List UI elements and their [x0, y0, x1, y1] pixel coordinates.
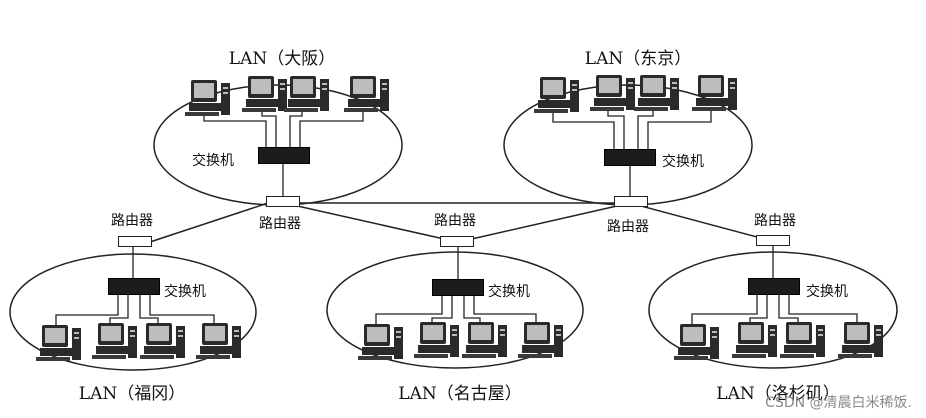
computer-icon [196, 323, 248, 361]
switch-label-la: 交换机 [806, 284, 848, 300]
router-nagoya [440, 236, 474, 247]
computer-icon [634, 75, 686, 113]
wan-links [149, 202, 769, 243]
computer-icon [358, 324, 410, 362]
lan-title-tokyo: LAN（东京） [584, 49, 692, 69]
computer-icon [780, 322, 832, 360]
computer-icon [462, 322, 514, 360]
router-label-nagoya: 路由器 [434, 213, 476, 229]
computer-icon [838, 322, 890, 360]
switch-label-tokyo: 交换机 [662, 154, 704, 170]
router-label-la: 路由器 [754, 213, 796, 229]
computer-icon [242, 76, 294, 114]
watermark: CSDN @清晨白米稀饭. [765, 395, 912, 411]
lan-title-osaka: LAN（大阪） [228, 49, 336, 69]
computer-icon [140, 323, 192, 361]
computer-icon [36, 325, 88, 363]
switch-label-osaka: 交换机 [192, 153, 234, 169]
lan-title-la: LAN（洛杉矶） [716, 384, 840, 404]
router-osaka [266, 196, 300, 207]
switch-label-nagoya: 交换机 [488, 284, 530, 300]
switch-la [748, 278, 800, 295]
switch-fukuoka [108, 278, 160, 295]
computer-icon [692, 75, 744, 113]
computer-icon [284, 76, 336, 114]
computer-icon [674, 324, 726, 362]
computer-icon [414, 322, 466, 360]
lan-title-fukuoka: LAN（福冈） [78, 384, 186, 404]
router-fukuoka [118, 236, 152, 247]
router-la [756, 235, 790, 246]
computer-icon [732, 322, 784, 360]
lan-la-wires [691, 245, 858, 326]
lan-fukuoka-wires [55, 246, 215, 326]
switch-label-fukuoka: 交换机 [164, 284, 206, 300]
computer-icon [185, 80, 237, 118]
lan-osaka-wires [203, 108, 364, 199]
computer-icon [534, 77, 586, 115]
router-label-osaka: 路由器 [259, 216, 301, 232]
router-tokyo [614, 196, 648, 207]
computer-icon [92, 323, 144, 361]
router-label-tokyo: 路由器 [607, 219, 649, 235]
lan-title-nagoya: LAN（名古屋） [398, 384, 522, 404]
lan-tokyo-wires [552, 108, 712, 199]
switch-osaka [258, 147, 310, 164]
switch-nagoya [432, 279, 484, 296]
router-label-fukuoka: 路由器 [111, 213, 153, 229]
computer-icon [590, 75, 642, 113]
computer-icon [518, 322, 570, 360]
computer-icon [344, 76, 396, 114]
lan-nagoya-boundary [326, 251, 584, 369]
switch-tokyo [604, 149, 656, 166]
